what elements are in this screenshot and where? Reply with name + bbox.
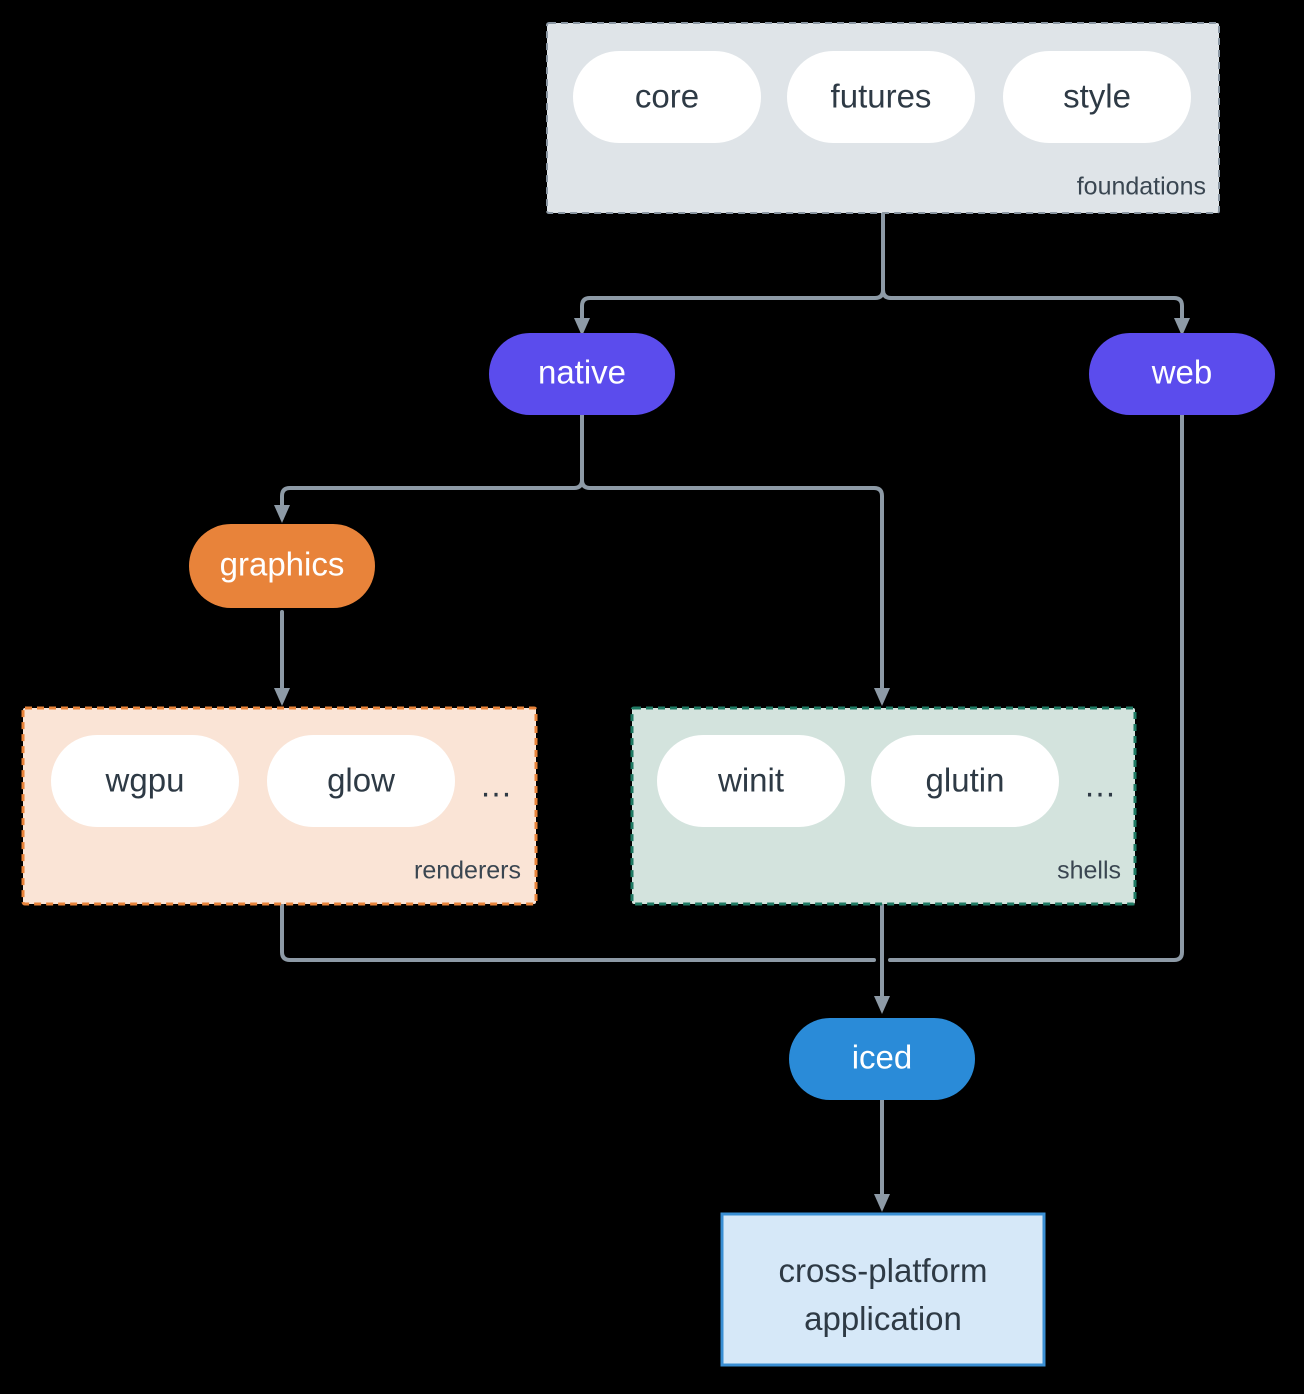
node-native[interactable]: native <box>489 333 675 415</box>
group-foundations[interactable]: core futures style foundations <box>546 22 1220 214</box>
core-label: core <box>635 78 699 115</box>
node-style[interactable]: style <box>1003 51 1191 143</box>
node-core[interactable]: core <box>573 51 761 143</box>
core-pill <box>573 51 761 143</box>
native-label: native <box>538 354 626 391</box>
edge-native-to-graphics <box>280 478 584 514</box>
node-glow[interactable]: glow <box>267 735 455 827</box>
native-pill <box>489 333 675 415</box>
application-box <box>720 1212 1046 1367</box>
arrow-head-graphics <box>274 505 290 523</box>
arrow-head-web <box>1174 318 1190 336</box>
node-graphics[interactable]: graphics <box>189 524 375 608</box>
group-shells[interactable]: winit glutin … shells <box>630 706 1137 906</box>
shells-ellipsis-label: … <box>1084 767 1117 804</box>
arrow-head-shells <box>874 688 890 706</box>
glow-pill <box>267 735 455 827</box>
style-label: style <box>1063 78 1131 115</box>
futures-pill <box>787 51 975 143</box>
glow-label: glow <box>327 762 395 799</box>
web-label: web <box>1151 354 1213 391</box>
arrow-head-native <box>574 318 590 336</box>
winit-label: winit <box>717 762 784 799</box>
node-web[interactable]: web <box>1089 333 1275 415</box>
winit-pill <box>657 735 845 827</box>
glutin-pill <box>871 735 1059 827</box>
style-pill <box>1003 51 1191 143</box>
foundations-group-label: foundations <box>1077 173 1206 201</box>
wgpu-label: wgpu <box>105 762 185 799</box>
node-wgpu[interactable]: wgpu <box>51 735 239 827</box>
renderers-ellipsis-label: … <box>480 767 513 804</box>
edge-layer <box>274 211 1190 1212</box>
edge-foundations-to-native <box>580 288 885 327</box>
arrow-head-iced <box>874 996 890 1014</box>
graphics-label: graphics <box>220 546 345 583</box>
edge-web-to-iced <box>888 413 1184 962</box>
node-iced[interactable]: iced <box>789 1018 975 1100</box>
edge-foundations-to-web <box>881 288 1184 327</box>
arrow-head-renderers <box>274 688 290 706</box>
futures-label: futures <box>831 78 932 115</box>
renderers-group-label: renderers <box>414 857 521 885</box>
wgpu-pill <box>51 735 239 827</box>
group-renderers[interactable]: wgpu glow … renderers <box>21 706 538 906</box>
edge-renderers-to-iced <box>280 902 876 962</box>
edge-native-to-shells <box>580 478 884 692</box>
node-futures[interactable]: futures <box>787 51 975 143</box>
iced-label: iced <box>852 1039 913 1076</box>
glutin-label: glutin <box>926 762 1005 799</box>
application-label-line2: application <box>804 1300 962 1337</box>
arrow-head-application <box>874 1194 890 1212</box>
iced-pill <box>789 1018 975 1100</box>
application-label-line1: cross-platform <box>778 1252 987 1289</box>
node-winit[interactable]: winit <box>657 735 845 827</box>
shells-group-label: shells <box>1057 857 1121 885</box>
web-pill <box>1089 333 1275 415</box>
graphics-pill <box>189 524 375 608</box>
node-application[interactable]: cross-platform application <box>720 1212 1046 1367</box>
node-glutin[interactable]: glutin <box>871 735 1059 827</box>
